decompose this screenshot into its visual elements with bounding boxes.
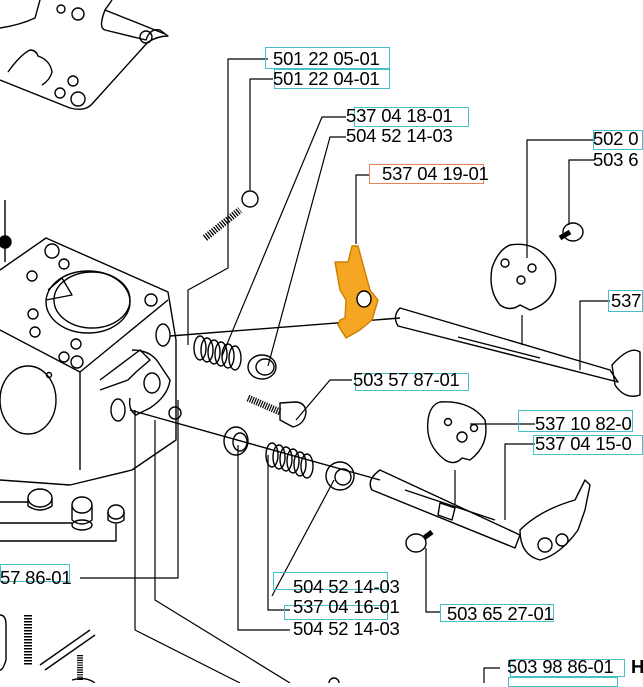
washer-lower-left[interactable] — [223, 426, 249, 456]
throttle-plate[interactable] — [490, 243, 557, 311]
part-label-503-57-87-01[interactable]: 503 57 87-01 — [353, 369, 460, 390]
screw-503-57-87[interactable] — [246, 394, 307, 428]
gasket-part[interactable] — [0, 0, 169, 111]
part-label-502-0[interactable]: 502 0 — [593, 128, 639, 149]
choke-shaft[interactable] — [129, 409, 591, 561]
screw-503-65-27[interactable] — [405, 530, 434, 553]
spring-upper[interactable] — [202, 190, 259, 241]
choke-plate[interactable] — [426, 401, 487, 464]
part-label-537-10-82-0[interactable]: 537 10 82-0 — [535, 413, 632, 434]
part-label-504-52-14-03[interactable]: 504 52 14-03 — [346, 125, 453, 146]
leader-lines — [80, 58, 610, 683]
bottom-parts[interactable] — [0, 614, 340, 683]
carburetor-body[interactable] — [0, 200, 182, 486]
part-label-h: H — [631, 656, 643, 677]
part-label-504-52-14-03-lower[interactable]: 504 52 14-03 — [293, 618, 400, 639]
part-label-537-04-15-0[interactable]: 537 04 15-0 — [535, 433, 632, 454]
part-label-501-22-05-01[interactable]: 501 22 05-01 — [273, 48, 380, 69]
part-label-537-04-18-01[interactable]: 537 04 18-01 — [346, 105, 453, 126]
washer-upper[interactable] — [247, 354, 277, 380]
lever-537-04-19-01[interactable] — [334, 245, 379, 339]
part-label-501-22-04-01[interactable]: 501 22 04-01 — [273, 68, 380, 89]
spring-middle[interactable] — [193, 335, 242, 371]
screw-upper-right[interactable] — [558, 222, 584, 242]
plug-parts[interactable] — [0, 488, 125, 542]
part-label-503-65-27-01[interactable]: 503 65 27-01 — [447, 603, 554, 624]
part-label-503-6[interactable]: 503 6 — [593, 149, 639, 170]
part-label-537-04-19-01[interactable]: 537 04 19-01 — [382, 163, 489, 184]
spring-lower[interactable] — [265, 442, 314, 479]
part-label-537[interactable]: 537 — [611, 290, 642, 311]
part-label-503-98-86-01[interactable]: 503 98 86-01 — [507, 656, 614, 677]
part-label-537-04-16-01[interactable]: 537 04 16-01 — [293, 596, 400, 617]
part-label-504-52-14-03-box[interactable]: 504 52 14-03 — [293, 576, 400, 597]
part-label-57-86-01[interactable]: 57 86-01 — [0, 567, 72, 588]
